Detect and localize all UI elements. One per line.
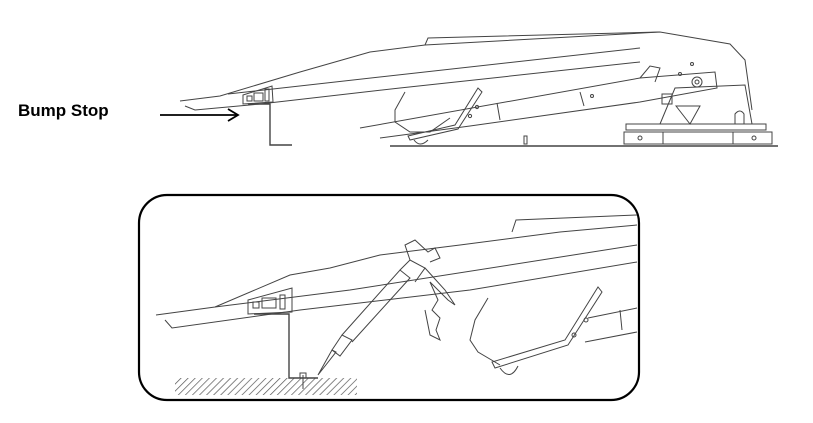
callout-arrow (160, 108, 240, 122)
bump-stop-label: Bump Stop (18, 101, 109, 120)
detail-view (155, 214, 638, 395)
roof-surface-hatch (175, 378, 357, 395)
top-unit-side-view (179, 31, 778, 147)
detail-inset-frame (137, 193, 641, 402)
